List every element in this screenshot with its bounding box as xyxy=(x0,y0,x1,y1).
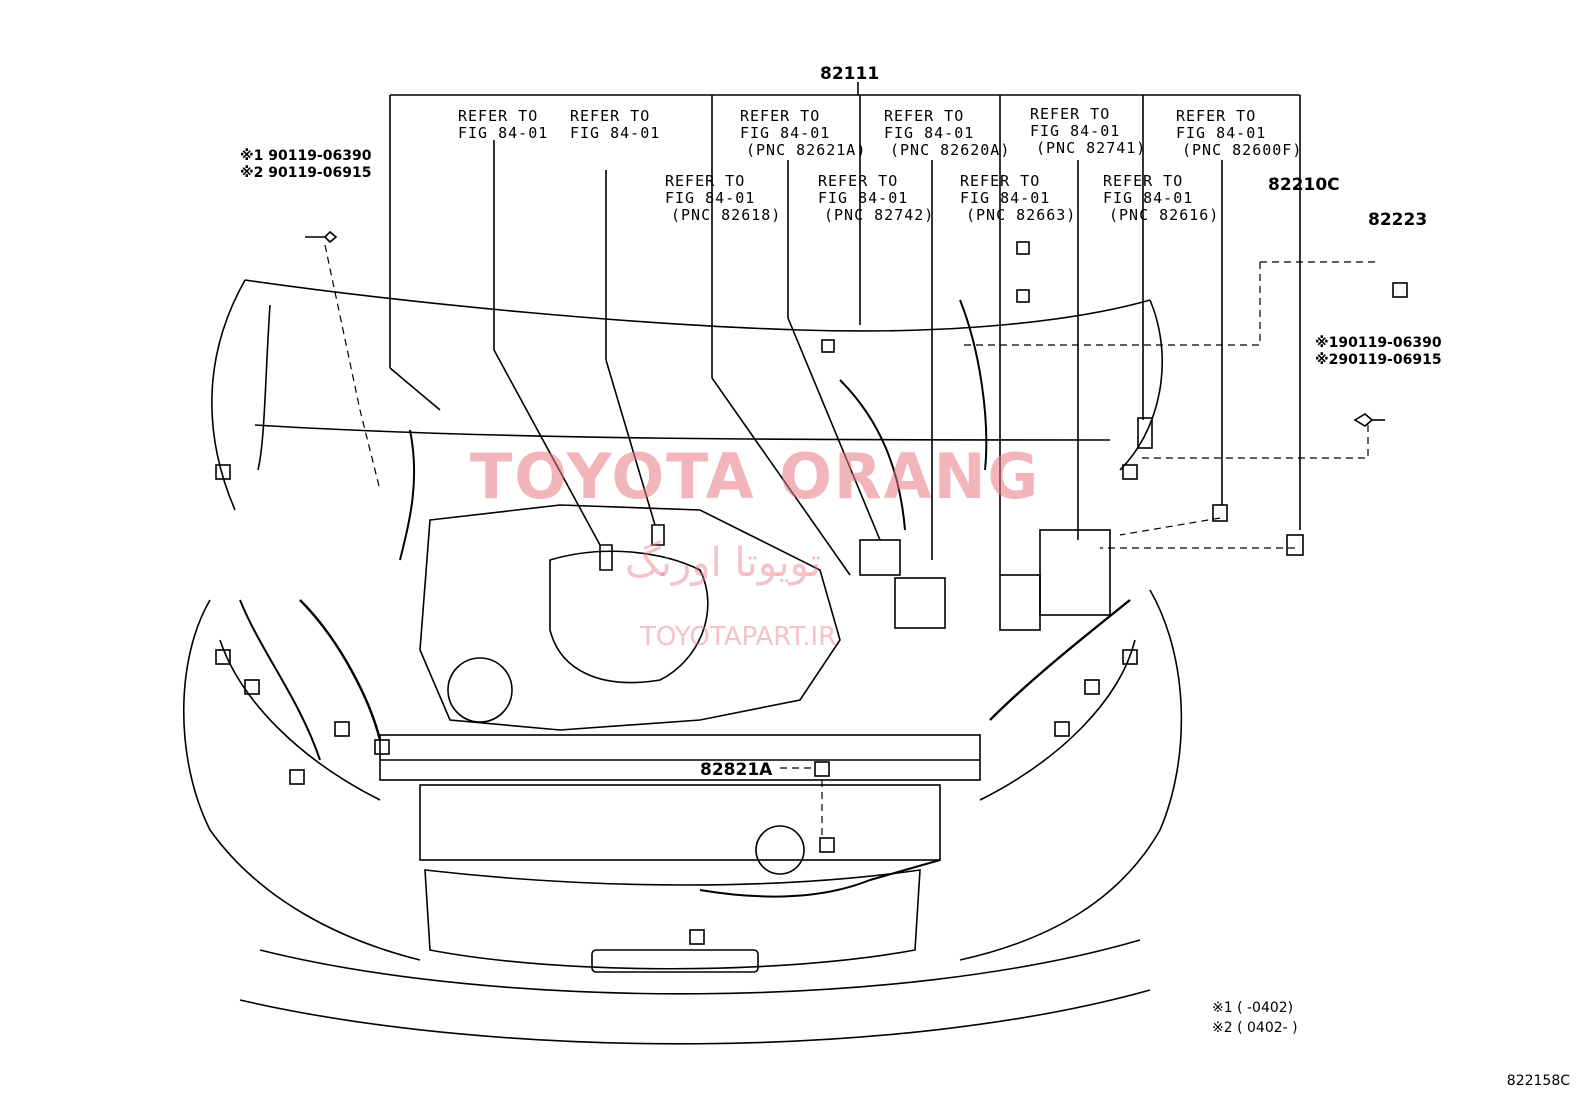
refer-line2: FIG 84-01 xyxy=(570,124,661,142)
watermark-text: TOYOTA ORANG xyxy=(470,440,1041,513)
part-number-82821a: 82821A xyxy=(700,760,773,780)
refer-pnc: (PNC 82741) xyxy=(1036,139,1147,157)
refer-label-7: REFER TO FIG 84-01 (PNC 82618) xyxy=(665,173,781,224)
figure-code: 822158C xyxy=(1506,1073,1570,1089)
refer-line1: REFER TO xyxy=(1030,105,1111,123)
refer-line2: FIG 84-01 xyxy=(458,124,549,142)
refer-line2: FIG 84-01 xyxy=(665,189,756,207)
bolt-number-2: ※2 90119-06915 xyxy=(240,165,372,181)
refer-line1: REFER TO xyxy=(1176,107,1257,125)
refer-line2: FIG 84-01 xyxy=(1176,124,1267,142)
refer-line2: FIG 84-01 xyxy=(960,189,1051,207)
refer-label-10: REFER TO FIG 84-01 (PNC 82616) xyxy=(1103,173,1219,224)
refer-pnc: (PNC 82621A) xyxy=(746,141,867,159)
watermark-persian: تویوتا اورنگ xyxy=(625,540,822,586)
footnote-1: ※1 ( -0402) xyxy=(1212,1000,1294,1016)
refer-pnc: (PNC 82616) xyxy=(1109,206,1220,224)
part-number-82210c: 82210C xyxy=(1268,175,1340,195)
bolt-label-left: ※1 90119-06390 ※2 90119-06915 xyxy=(240,148,371,182)
refer-label-4: REFER TO FIG 84-01 (PNC 82620A) xyxy=(884,108,1010,159)
bolt-number-2: ※290119-06915 xyxy=(1315,352,1442,368)
bolt-number-1: ※190119-06390 xyxy=(1315,335,1442,351)
refer-label-1: REFER TO FIG 84-01 xyxy=(458,108,548,142)
refer-line1: REFER TO xyxy=(818,172,899,190)
refer-line2: FIG 84-01 xyxy=(1030,122,1121,140)
refer-line2: FIG 84-01 xyxy=(884,124,975,142)
watermark-url: TOYOTAPART.IR xyxy=(640,622,837,652)
refer-label-3: REFER TO FIG 84-01 (PNC 82621A) xyxy=(740,108,866,159)
refer-pnc: (PNC 82663) xyxy=(966,206,1077,224)
footnote-2: ※2 ( 0402- ) xyxy=(1212,1020,1298,1036)
refer-pnc: (PNC 82618) xyxy=(671,206,782,224)
refer-line1: REFER TO xyxy=(960,172,1041,190)
refer-line1: REFER TO xyxy=(665,172,746,190)
refer-line1: REFER TO xyxy=(884,107,965,125)
refer-line2: FIG 84-01 xyxy=(740,124,831,142)
refer-pnc: (PNC 82600F) xyxy=(1182,141,1303,159)
part-number-82223: 82223 xyxy=(1368,210,1428,230)
refer-pnc: (PNC 82620A) xyxy=(890,141,1011,159)
refer-line1: REFER TO xyxy=(570,107,651,125)
refer-label-8: REFER TO FIG 84-01 (PNC 82742) xyxy=(818,173,934,224)
bolt-label-right: ※190119-06390 ※290119-06915 xyxy=(1315,335,1442,369)
bolt-number-1: ※1 90119-06390 xyxy=(240,148,372,164)
refer-label-2: REFER TO FIG 84-01 xyxy=(570,108,660,142)
part-number-82111: 82111 xyxy=(820,64,880,84)
refer-line1: REFER TO xyxy=(1103,172,1184,190)
refer-label-6: REFER TO FIG 84-01 (PNC 82600F) xyxy=(1176,108,1302,159)
refer-line2: FIG 84-01 xyxy=(1103,189,1194,207)
refer-line1: REFER TO xyxy=(740,107,821,125)
refer-line1: REFER TO xyxy=(458,107,539,125)
refer-line2: FIG 84-01 xyxy=(818,189,909,207)
refer-pnc: (PNC 82742) xyxy=(824,206,935,224)
refer-label-5: REFER TO FIG 84-01 (PNC 82741) xyxy=(1030,106,1146,157)
refer-label-9: REFER TO FIG 84-01 (PNC 82663) xyxy=(960,173,1076,224)
